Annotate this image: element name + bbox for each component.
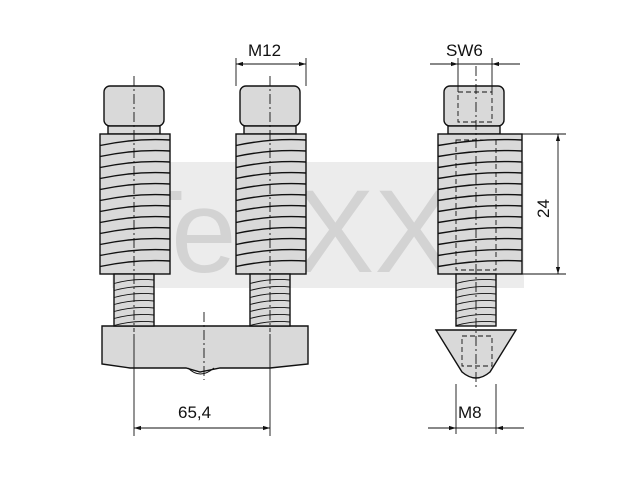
thread-line bbox=[235, 160, 307, 169]
thread-line bbox=[99, 248, 171, 257]
thread-line bbox=[437, 171, 523, 180]
dim-label-m8: M8 bbox=[458, 403, 482, 422]
thread-line bbox=[235, 204, 307, 213]
thread-line bbox=[249, 286, 291, 291]
thread-line bbox=[99, 259, 171, 268]
thread-line bbox=[235, 259, 307, 268]
dimension-sw6: SW6 bbox=[430, 41, 520, 92]
thread-line bbox=[235, 182, 307, 191]
thread-line bbox=[437, 193, 523, 202]
thread-line bbox=[99, 204, 171, 213]
thread-line bbox=[113, 321, 155, 326]
thread-line bbox=[437, 160, 523, 169]
base-plate bbox=[101, 312, 309, 380]
bolt-left bbox=[99, 76, 171, 332]
thread-line bbox=[437, 259, 523, 268]
dim-label-24: 24 bbox=[534, 199, 553, 218]
thread-line bbox=[235, 171, 307, 180]
thread-line bbox=[455, 279, 497, 284]
thread-line bbox=[235, 226, 307, 235]
thread-line bbox=[99, 149, 171, 158]
thread-line bbox=[99, 182, 171, 191]
thread-line bbox=[113, 286, 155, 291]
dim-label-sw6: SW6 bbox=[446, 41, 483, 60]
thread-line bbox=[437, 215, 523, 224]
dim-label-m12: M12 bbox=[248, 41, 281, 60]
thread-line bbox=[113, 307, 155, 312]
thread-line bbox=[99, 226, 171, 235]
dimension-24: 24 bbox=[498, 133, 566, 275]
dim-label-65-4: 65,4 bbox=[178, 403, 211, 422]
thread-line bbox=[235, 138, 307, 147]
thread-line bbox=[99, 215, 171, 224]
thread-line bbox=[99, 171, 171, 180]
dimension-m8: M8 bbox=[428, 384, 524, 434]
dimension-65-4: 65,4 bbox=[133, 334, 271, 436]
thread-line bbox=[437, 226, 523, 235]
thread-line bbox=[235, 237, 307, 246]
thread-line bbox=[235, 149, 307, 158]
thread-line bbox=[235, 215, 307, 224]
thread-line bbox=[99, 160, 171, 169]
thread-line bbox=[437, 149, 523, 158]
thread-line bbox=[437, 182, 523, 191]
thread-line bbox=[249, 321, 291, 326]
thread-line bbox=[99, 237, 171, 246]
thread-line bbox=[455, 293, 497, 298]
thread-line bbox=[235, 193, 307, 202]
thread-line bbox=[99, 193, 171, 202]
side-view-bolt bbox=[434, 66, 523, 388]
thread-line bbox=[437, 248, 523, 257]
thread-line bbox=[437, 204, 523, 213]
thread-line bbox=[249, 307, 291, 312]
dimension-m12: M12 bbox=[235, 41, 307, 86]
thread-line bbox=[437, 237, 523, 246]
thread-line bbox=[235, 248, 307, 257]
thread-line bbox=[99, 138, 171, 147]
bolt-right bbox=[235, 76, 307, 332]
